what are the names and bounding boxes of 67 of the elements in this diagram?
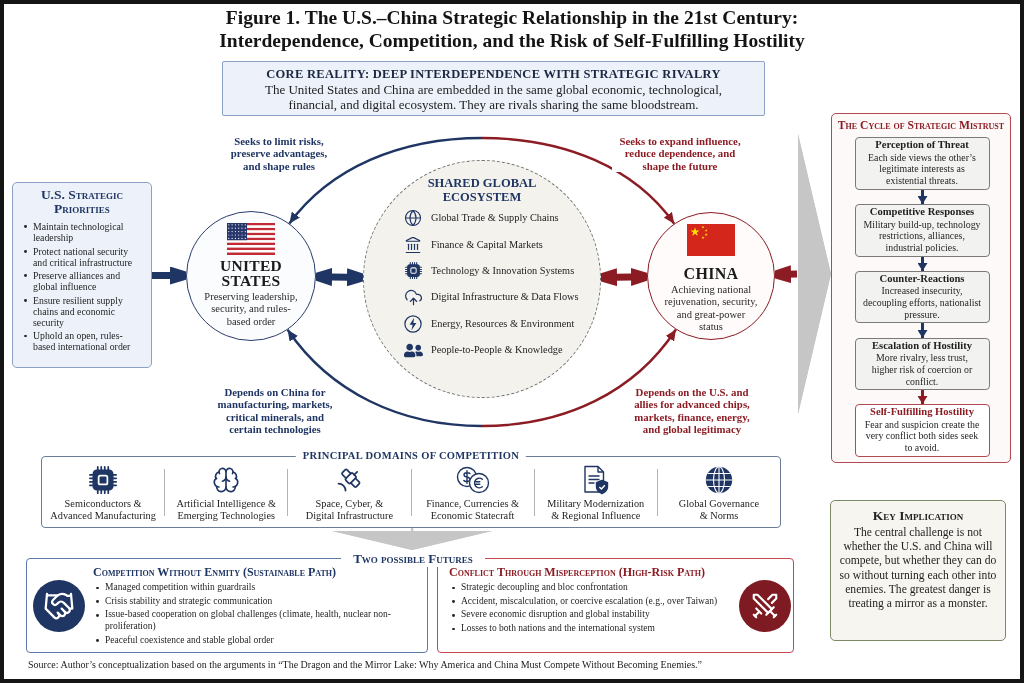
bullet-item: Preserve alliances and global influence [21,270,139,293]
priorities-panel [12,182,152,368]
step-title: Competitive Responses [869,206,975,219]
country-name: UNITED STATES [218,258,284,288]
step-box [854,337,990,390]
bullet-item: Ensure resilient supply chains and economic security [21,294,139,328]
diagram-title: Figure 1. The U.S.–China Strategic Relationship in the 21st Century: Interdependence, Competition, and the Risk of Self-Fulfilling Hostility [218,6,806,52]
ecosystem-item: Energy, Resources & Environment [431,317,575,330]
panel-heading: The Cycle of Strategic Mistrust [837,119,1005,133]
step-title: Escalation of Hostility [871,339,973,353]
bullet-item: Issue-based cooperation on global challenges (climate, health, nuclear non-proliferation) [93,609,421,633]
step-box [854,270,990,323]
bullet-item: Protect national security and critical infrastructure [21,245,139,268]
summary-box [222,61,765,116]
box-text: The United States and China are embedded in the same global economic, technological, financial, and digital ecosystem. They are rivals sharing the same bloodstream. [264,81,723,112]
country-goal: Achieving national rejuvenation, security, and great-power status [663,284,759,334]
step-box [854,403,990,457]
bullet-item: Managed competition within guardrails [93,582,421,594]
curved-arrow [286,329,483,428]
bullet-item: Peaceful coexistence and stable global order [93,634,421,647]
bullet-item: Losses to both nations and the international system [449,623,732,635]
source-note: Source: Author’s conceptualization based on the arguments in “The Dragon and the Mirror Lake: Why America and China Must Compete Without Becoming Enemies.” [28,659,702,671]
step-text: Increased insecurity, decoupling efforts, nationalist pressure. [862,285,982,321]
bullet-item: Accident, miscalculation, or coercive escalation (e.g., over Taiwan) [449,595,732,608]
step-title: Self-Fulfilling Hostility [870,406,974,419]
bullet-item: Severe economic disruption and global instability [449,609,732,621]
domain-label: Finance, Currencies & Economic Statecraft [425,498,521,522]
step-box [854,136,990,190]
arrow [918,323,927,338]
step-box [854,203,990,257]
country-name: CHINA [683,266,739,281]
scenario-heading: Competition Without Enmity (Sustainable Path) [93,565,338,580]
box-heading: Key Implication [872,508,964,524]
bullet-item: Strategic decoupling and bloc confrontation [449,582,732,594]
bullet-item: Uphold an open, rules-based international order [21,330,139,353]
box-text: The central challenge is not whether the U.S. and China will compete, but whether they can do so without turning each other into enemies. The greatest danger is treating a mirror as a monster. [838,526,998,612]
ecosystem-item: People-to-People & Knowledge [431,344,563,357]
ecosystem-item: Digital Infrastructure & Data Flows [431,291,579,304]
step-text: Each side views the other’s legitimate interests as existential threats. [867,151,977,187]
domain-label: Global Governance & Norms [677,498,761,522]
ecosystem-item: Finance & Capital Markets [431,238,543,251]
curved-arrow [481,136,676,225]
ecosystem-item: Global Trade & Supply Chains [431,212,559,225]
domain-label: Artificial Intelligence & Emerging Technologies [175,498,277,522]
step-title: Counter-Reactions [879,272,965,286]
arrow [918,390,927,404]
curved-arrow [288,136,483,225]
domain-label: Semiconductors & Advanced Manufacturing [49,498,157,522]
step-title: Perception of Threat [875,139,969,152]
panel-heading: U.S. Strategic Priorities [39,188,125,216]
box-heading: CORE REALITY: DEEP INTERDEPENDENCE WITH STRATEGIC RIVALRY [266,65,721,82]
ecosystem-heading: SHARED GLOBAL ECOSYSTEM [426,176,538,204]
step-text: Military build-up, technology restrictions, alliances, industrial policies. [862,218,982,254]
implication-box [830,500,1006,641]
country-goal: Preserving leadership, security, and rules-based order [203,291,299,329]
arrow [918,257,927,271]
arrow [918,190,927,204]
step-text: More rivalry, less trust, higher risk of coercion or conflict. [870,352,974,388]
domain-label: Space, Cyber, & Digital Infrastructure [304,498,394,522]
bullet-item: Crisis stability and strategic communication [93,595,421,608]
bullet-item: Maintain technological leadership [21,221,139,243]
curved-arrow [481,328,677,428]
domain-label: Military Modernization & Regional Influence [546,498,646,522]
step-text: Fear and suspicion create the very conflict both sides seek to avoid. [863,418,981,454]
cycle-panel [831,113,1011,463]
ecosystem-item: Technology & Innovation Systems [431,264,575,277]
scenario-heading: Conflict Through Misperception (High-Risk Path) [449,565,707,580]
